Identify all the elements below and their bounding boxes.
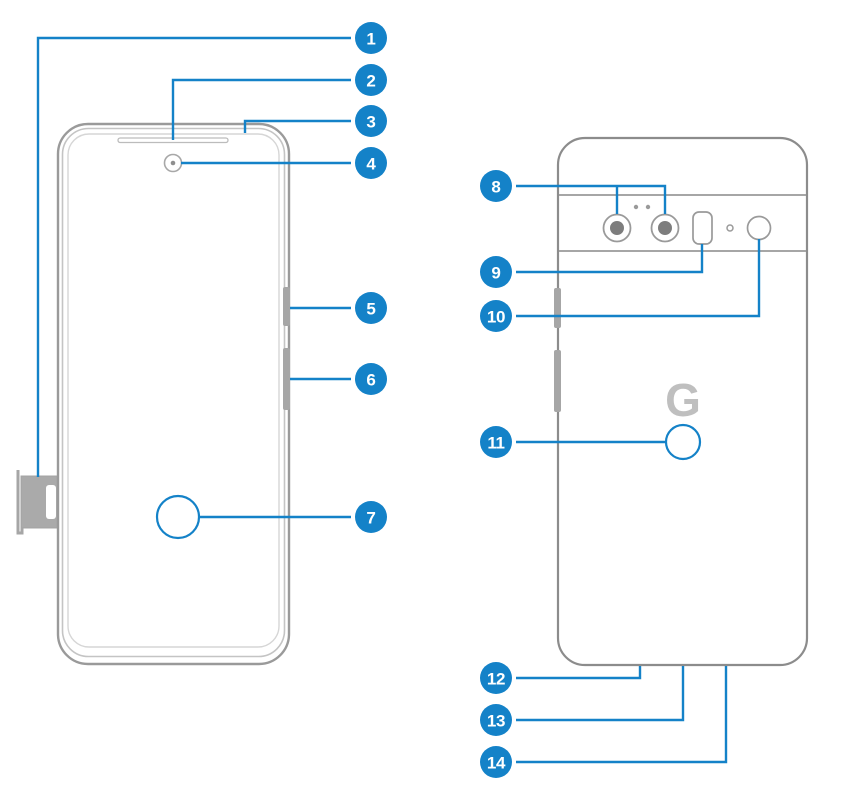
leader-line-10 bbox=[516, 239, 761, 318]
callout-badge-14[interactable]: 14 bbox=[480, 746, 512, 778]
callout-badge-9[interactable]: 9 bbox=[480, 256, 512, 288]
callout-badge-circle bbox=[480, 662, 512, 694]
callout-badge-5[interactable]: 5 bbox=[355, 292, 387, 324]
callout-badge-circle bbox=[480, 256, 512, 288]
callout-badge-11[interactable]: 11 bbox=[480, 426, 512, 458]
leader-line-13 bbox=[516, 666, 685, 722]
callout-badge-number: 8 bbox=[491, 178, 500, 197]
callout-badge-2[interactable]: 2 bbox=[355, 64, 387, 96]
callout-badge-7[interactable]: 7 bbox=[355, 501, 387, 533]
leader-lines bbox=[36, 36, 761, 764]
callout-badge-4[interactable]: 4 bbox=[355, 147, 387, 179]
front-camera bbox=[163, 153, 183, 173]
callout-badge-number: 11 bbox=[487, 434, 504, 453]
callout-badge-number: 13 bbox=[487, 712, 505, 731]
leader-line-9 bbox=[516, 244, 704, 274]
callout-badge-circle bbox=[355, 147, 387, 179]
callout-badge-number: 1 bbox=[366, 30, 375, 49]
front-view bbox=[16, 122, 291, 666]
callout-badge-10[interactable]: 10 bbox=[480, 300, 512, 332]
screen-touch-point[interactable] bbox=[155, 494, 201, 540]
back-view: G bbox=[554, 136, 809, 667]
camera-sensor-lens bbox=[746, 215, 772, 241]
callout-badge-circle bbox=[355, 501, 387, 533]
callout-badge-number: 7 bbox=[366, 509, 375, 528]
callout-badge-circle bbox=[480, 746, 512, 778]
callout-badge-number: 14 bbox=[487, 754, 506, 773]
callout-badge-circle bbox=[355, 22, 387, 54]
rear-camera-lens-secondary bbox=[650, 213, 680, 243]
callout-badge-circle bbox=[355, 292, 387, 324]
volume-button[interactable] bbox=[283, 348, 290, 410]
callout-badge-circle bbox=[480, 300, 512, 332]
sim-card-tray[interactable] bbox=[16, 470, 62, 535]
leader-line-12 bbox=[516, 666, 642, 680]
camera-sensor-dot-b bbox=[645, 204, 651, 210]
callout-badge-number: 9 bbox=[491, 264, 500, 283]
callout-badge-number: 6 bbox=[366, 371, 375, 390]
camera-sensor-dot-a bbox=[633, 204, 639, 210]
callout-badge-circle bbox=[355, 105, 387, 137]
callout-badge-number: 5 bbox=[366, 300, 375, 319]
callout-badge-circle bbox=[355, 64, 387, 96]
camera-flash bbox=[692, 211, 713, 245]
callout-badge-8[interactable]: 8 bbox=[480, 170, 512, 202]
camera-bar-microphone bbox=[726, 224, 734, 232]
leader-line-2 bbox=[171, 78, 351, 140]
callout-badge-number: 10 bbox=[487, 308, 505, 327]
fingerprint-sensor[interactable] bbox=[664, 423, 702, 461]
callout-badge-number: 3 bbox=[366, 113, 375, 132]
callout-badge-number: 4 bbox=[366, 155, 376, 174]
power-button[interactable] bbox=[283, 287, 290, 326]
back-volume-button[interactable] bbox=[554, 350, 561, 412]
back-power-button[interactable] bbox=[554, 288, 561, 328]
callout-badge-circle bbox=[480, 426, 512, 458]
callout-badge-number: 12 bbox=[487, 670, 505, 689]
screen-display[interactable] bbox=[67, 133, 280, 648]
callout-badge-number: 2 bbox=[366, 72, 375, 91]
rear-camera-lens-primary bbox=[602, 213, 632, 243]
leader-line-8 bbox=[516, 184, 667, 214]
callout-badge-1[interactable]: 1 bbox=[355, 22, 387, 54]
leader-line-1 bbox=[36, 36, 351, 477]
leader-line-14 bbox=[516, 666, 728, 764]
callout-badge-circle bbox=[355, 363, 387, 395]
callout-badge-circle bbox=[480, 170, 512, 202]
google-g-logo: G bbox=[665, 374, 701, 426]
callout-badge-3[interactable]: 3 bbox=[355, 105, 387, 137]
callout-badge-6[interactable]: 6 bbox=[355, 363, 387, 395]
leader-line-3 bbox=[243, 119, 351, 133]
callout-badge-12[interactable]: 12 bbox=[480, 662, 512, 694]
callout-badge-13[interactable]: 13 bbox=[480, 704, 512, 736]
callout-badge-circle bbox=[480, 704, 512, 736]
